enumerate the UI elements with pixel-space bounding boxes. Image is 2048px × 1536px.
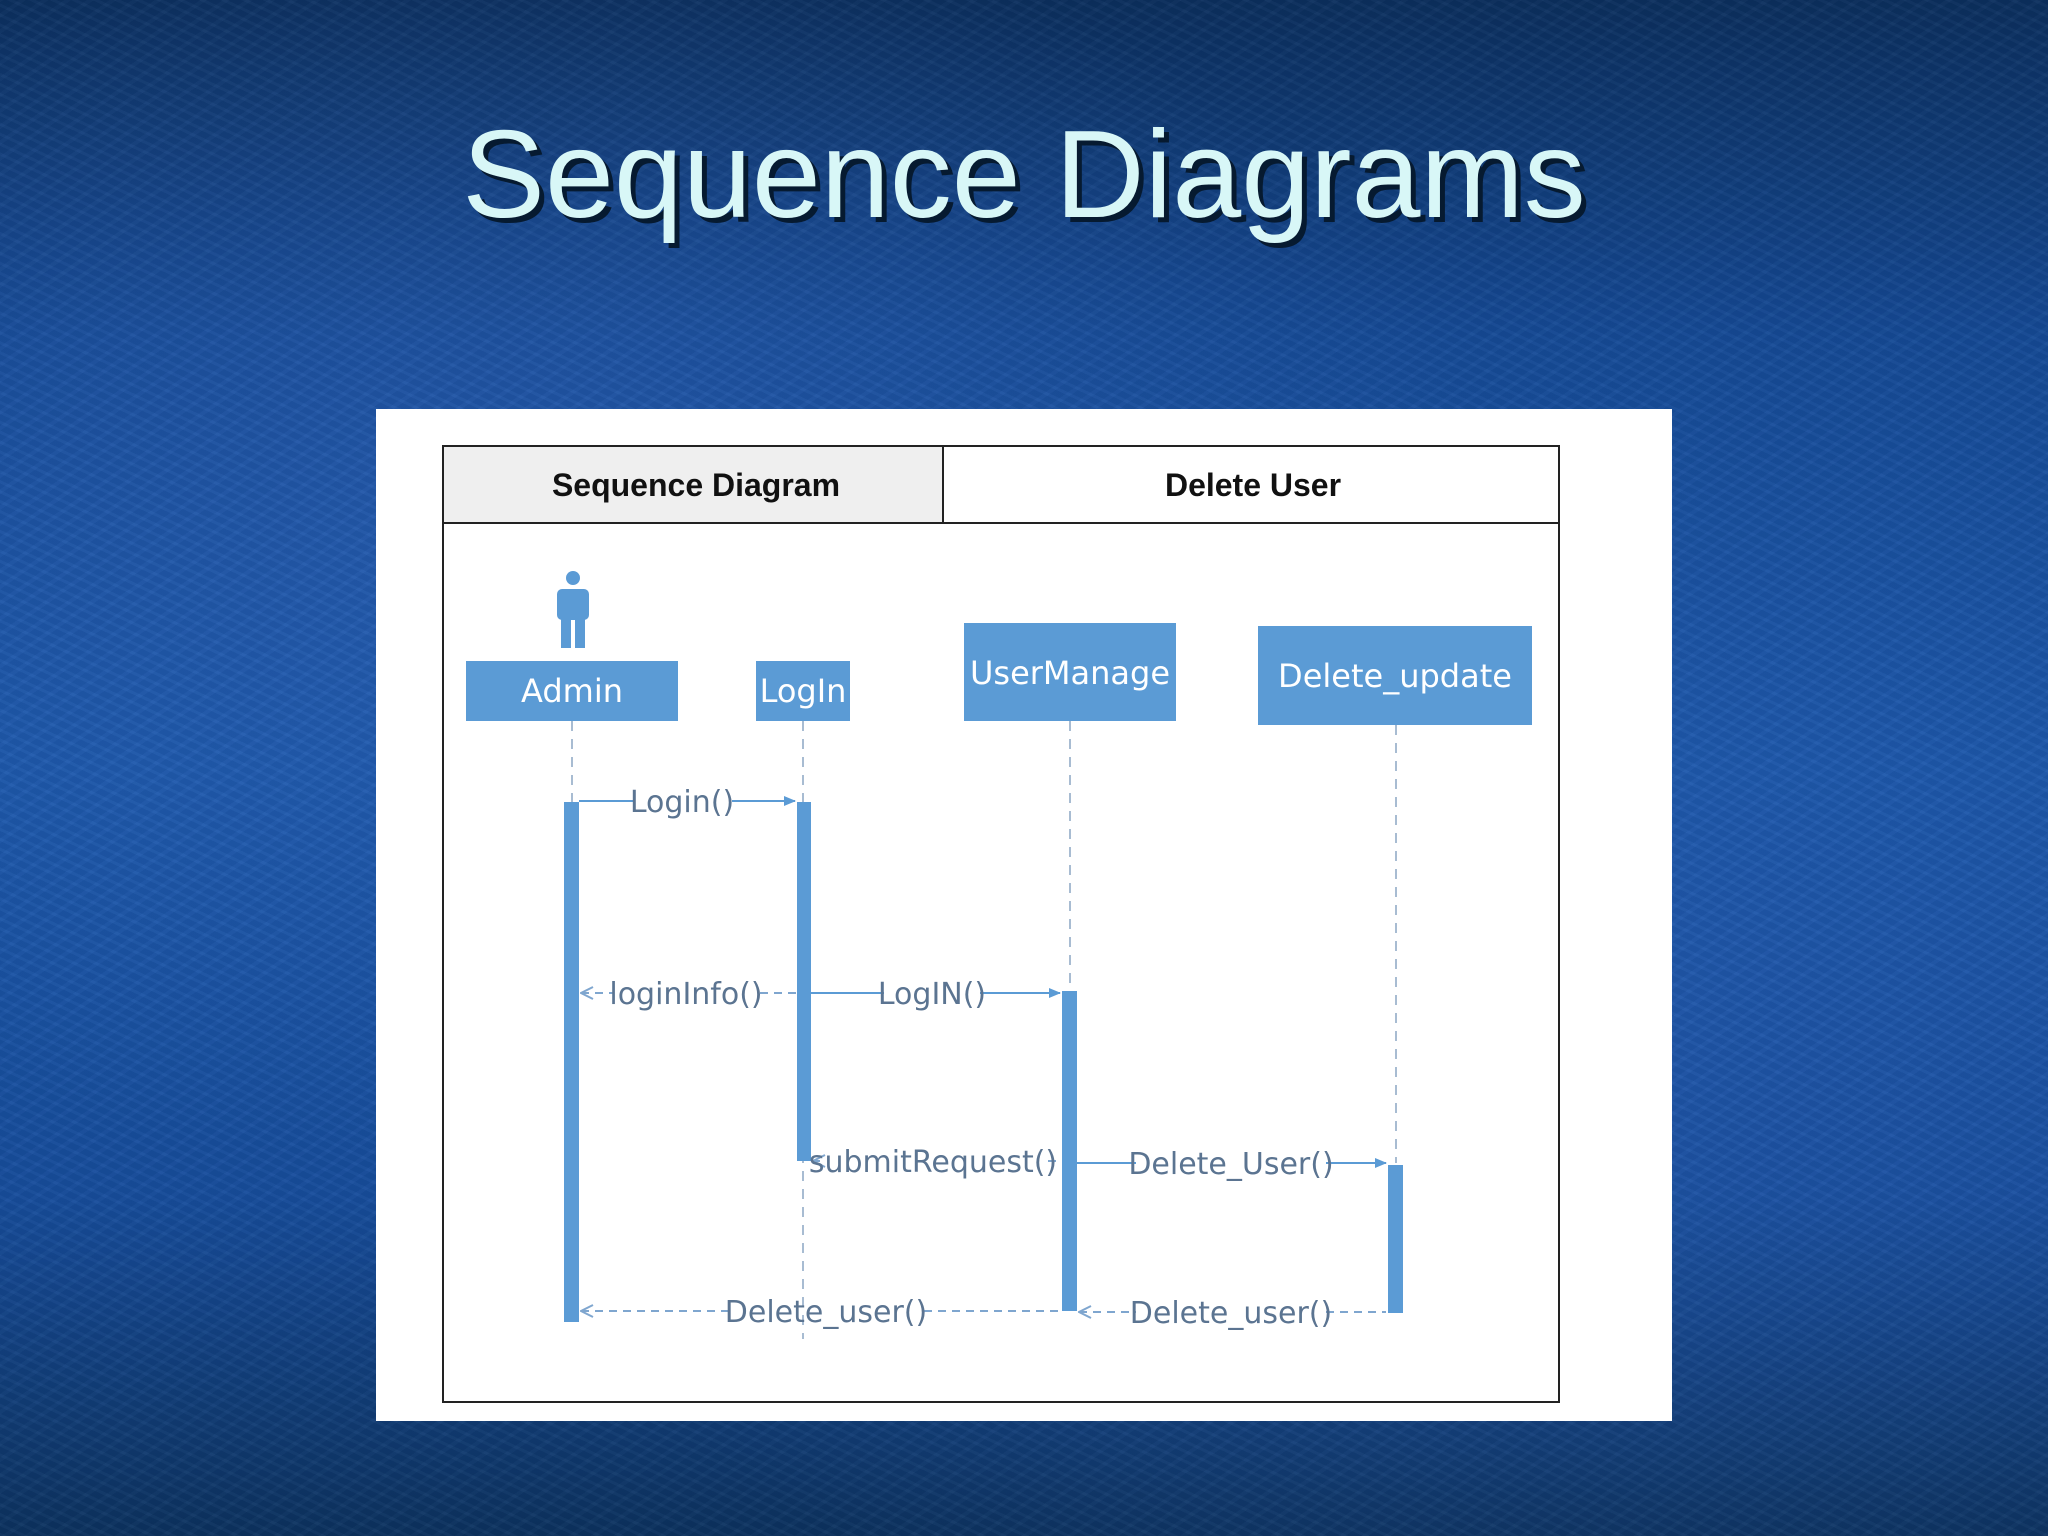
header-left-cell <box>442 445 944 524</box>
delete-update-label: Delete_update <box>1278 657 1512 695</box>
msg-logininfo-label: loginInfo() <box>609 977 762 1012</box>
admin-label: Admin <box>521 672 623 710</box>
header-right-label: Delete User <box>1165 467 1341 503</box>
sequence-diagram: Sequence Diagram Delete User Admin LogIn… <box>442 445 1560 1403</box>
header-right-cell <box>942 445 1560 524</box>
usermanage-label: UserManage <box>970 654 1170 692</box>
person-icon <box>557 571 589 648</box>
header-left-label: Sequence Diagram <box>552 467 840 503</box>
msg-deleteuser-return2-label: Delete_user() <box>1130 1296 1332 1331</box>
login-label: LogIn <box>760 672 847 710</box>
login-box <box>756 661 850 721</box>
msg-login-label: Login() <box>630 785 734 820</box>
admin-box <box>466 661 678 721</box>
login-activation <box>797 802 811 1161</box>
delete-update-activation <box>1388 1165 1403 1313</box>
usermanage-box <box>964 623 1176 721</box>
msg-login2-label: LogIN() <box>878 977 986 1012</box>
delete-update-box <box>1258 626 1532 725</box>
msg-deleteuser-return-label: Delete_user() <box>725 1295 927 1330</box>
msg-deleteuser-label: Delete_User() <box>1128 1147 1333 1182</box>
msg-submitrequest-label: submitRequest() <box>809 1145 1057 1180</box>
usermanage-activation <box>1062 991 1077 1311</box>
diagram-frame <box>442 445 1560 1403</box>
admin-activation <box>564 802 579 1322</box>
diagram-panel: Sequence Diagram Delete User Admin LogIn… <box>376 409 1672 1421</box>
slide-title: Sequence Diagrams <box>462 106 1586 244</box>
